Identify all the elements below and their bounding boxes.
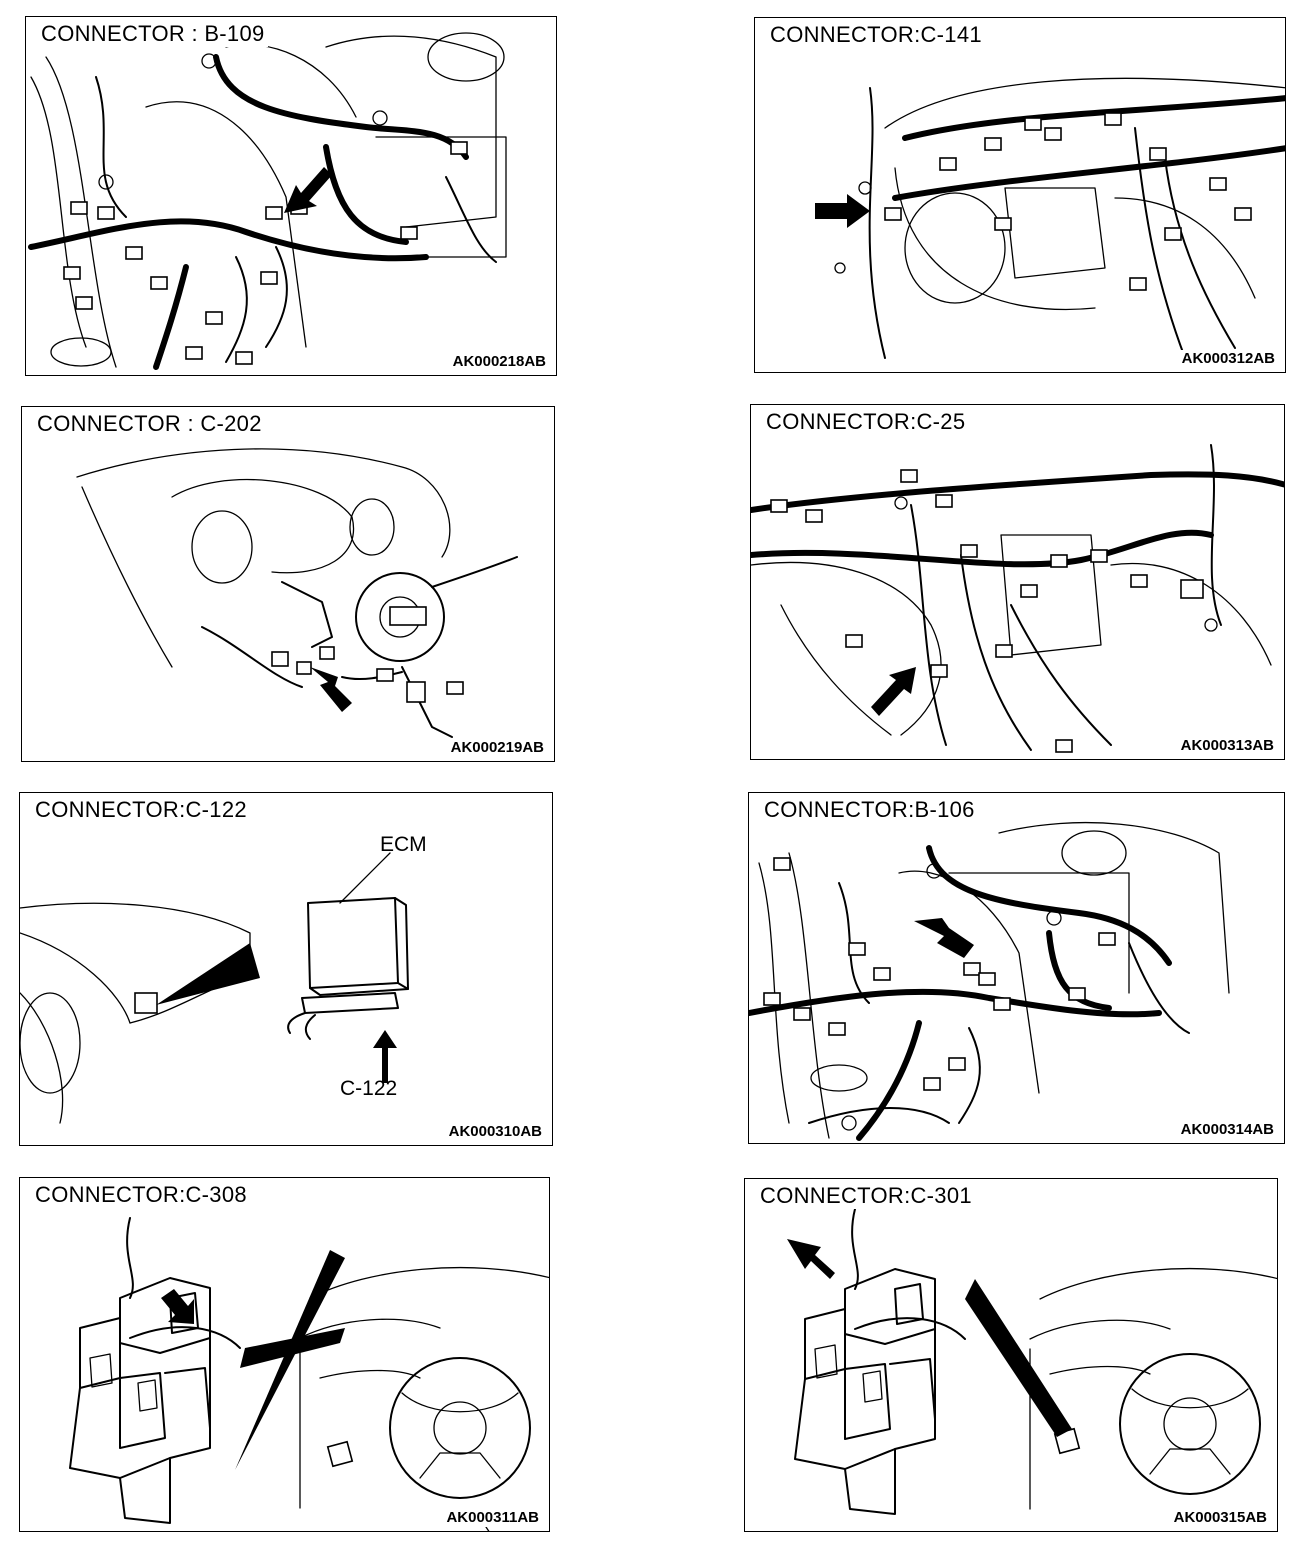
connector-callout-label: C-122 bbox=[340, 1077, 398, 1100]
ecm-location-illustration bbox=[20, 852, 409, 1124]
diagram-panel-c301: CONNECTOR:C-301 AK000315AB bbox=[744, 1178, 1278, 1532]
figure-code: AK000312AB bbox=[1179, 350, 1277, 368]
dash-harness-illustration bbox=[815, 77, 1285, 359]
connector-title: CONNECTOR:C-301 bbox=[757, 1183, 975, 1209]
diagram-panel-b106: CONNECTOR:B-106 AK000314AB bbox=[748, 792, 1285, 1144]
ecm-callout-label: ECM bbox=[380, 833, 427, 856]
connector-title: CONNECTOR : B-109 bbox=[38, 21, 268, 47]
connector-title: CONNECTOR:C-141 bbox=[767, 22, 985, 48]
diagram-panel-b109: CONNECTOR : B-109 AK000218AB bbox=[25, 16, 557, 376]
connector-title: CONNECTOR:C-122 bbox=[32, 797, 250, 823]
engine-harness-illustration bbox=[28, 32, 507, 370]
connector-title: CONNECTOR : C-202 bbox=[34, 411, 265, 437]
connector-title: CONNECTOR:B-106 bbox=[761, 797, 978, 823]
relay-box-illustration bbox=[69, 1217, 549, 1531]
diagram-panel-c122: CONNECTOR:C-122 ECM C-122 AK000310AB bbox=[19, 792, 553, 1146]
connector-title: CONNECTOR:C-308 bbox=[32, 1182, 250, 1208]
diagram-panel-c202: CONNECTOR : C-202 AK000219AB bbox=[21, 406, 555, 762]
figure-code: AK000315AB bbox=[1171, 1509, 1269, 1527]
figure-code: AK000219AB bbox=[448, 739, 546, 757]
dash-harness-illustration bbox=[751, 444, 1284, 753]
figure-code: AK000313AB bbox=[1178, 737, 1276, 755]
figure-code: AK000314AB bbox=[1178, 1121, 1276, 1139]
steering-column-illustration bbox=[76, 448, 518, 738]
figure-code: AK000310AB bbox=[446, 1123, 544, 1141]
connector-title: CONNECTOR:C-25 bbox=[763, 409, 969, 435]
engine-harness-illustration bbox=[749, 821, 1230, 1141]
diagram-panel-c308: CONNECTOR:C-308 AK000311AB bbox=[19, 1177, 550, 1532]
diagram-panel-c25: CONNECTOR:C-25 AK000313AB bbox=[750, 404, 1285, 760]
figure-code: AK000218AB bbox=[450, 353, 548, 371]
diagram-panel-c141: CONNECTOR:C-141 AK000312AB bbox=[754, 17, 1286, 373]
relay-box-illustration bbox=[787, 1208, 1277, 1515]
figure-code: AK000311AB bbox=[444, 1509, 541, 1527]
